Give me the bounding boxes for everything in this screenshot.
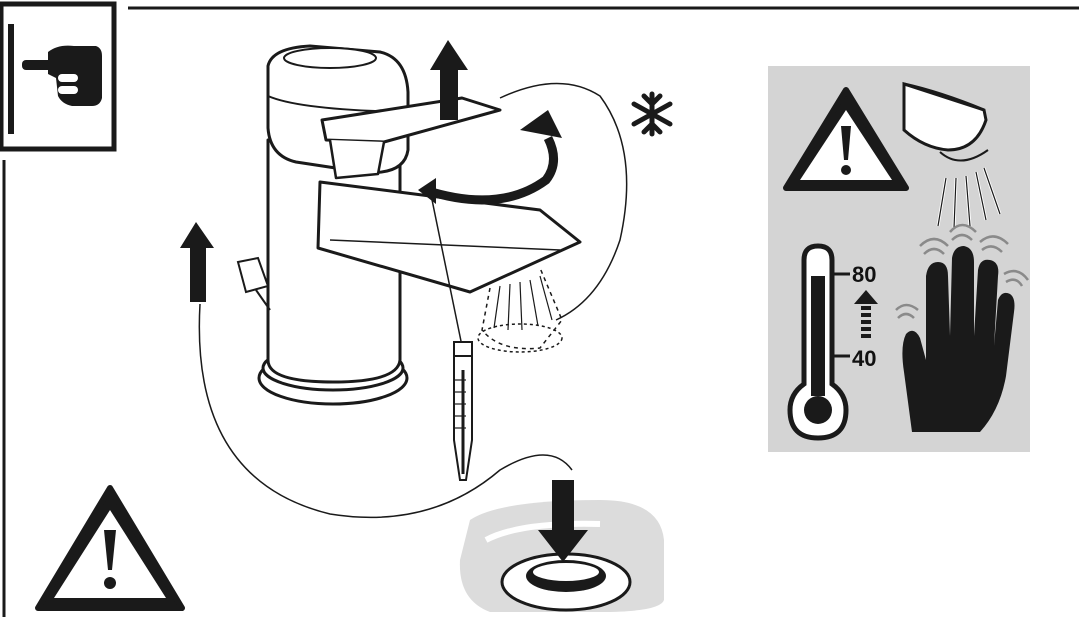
temperature-low-label: 40 <box>852 346 876 371</box>
measuring-thermometer-icon <box>429 189 473 481</box>
heat-waves-icon <box>895 223 1030 319</box>
note-box <box>0 1 117 152</box>
water-spray-icon <box>902 81 1002 229</box>
temperature-high-label: 80 <box>852 262 876 287</box>
drain-down-arrow-icon <box>538 480 588 562</box>
sink-drain <box>459 480 664 612</box>
snowflake-icon <box>631 91 673 137</box>
thermometer-icon <box>787 243 850 441</box>
lift-lever-arrow-icon <box>430 40 468 120</box>
hot-water-warning-panel: 80 40 <box>768 66 1030 452</box>
water-stream-icon <box>477 267 563 353</box>
warning-triangle-icon <box>35 485 185 611</box>
temperature-rise-arrow-icon <box>854 290 878 338</box>
faucet <box>257 44 582 406</box>
connection-line <box>499 82 628 321</box>
drain-rod-icon <box>180 222 271 311</box>
drain-linkage-line <box>198 303 573 519</box>
panel-warning-triangle-icon <box>783 87 909 191</box>
hand-icon <box>902 246 1015 432</box>
pointing-hand-icon <box>22 45 102 106</box>
